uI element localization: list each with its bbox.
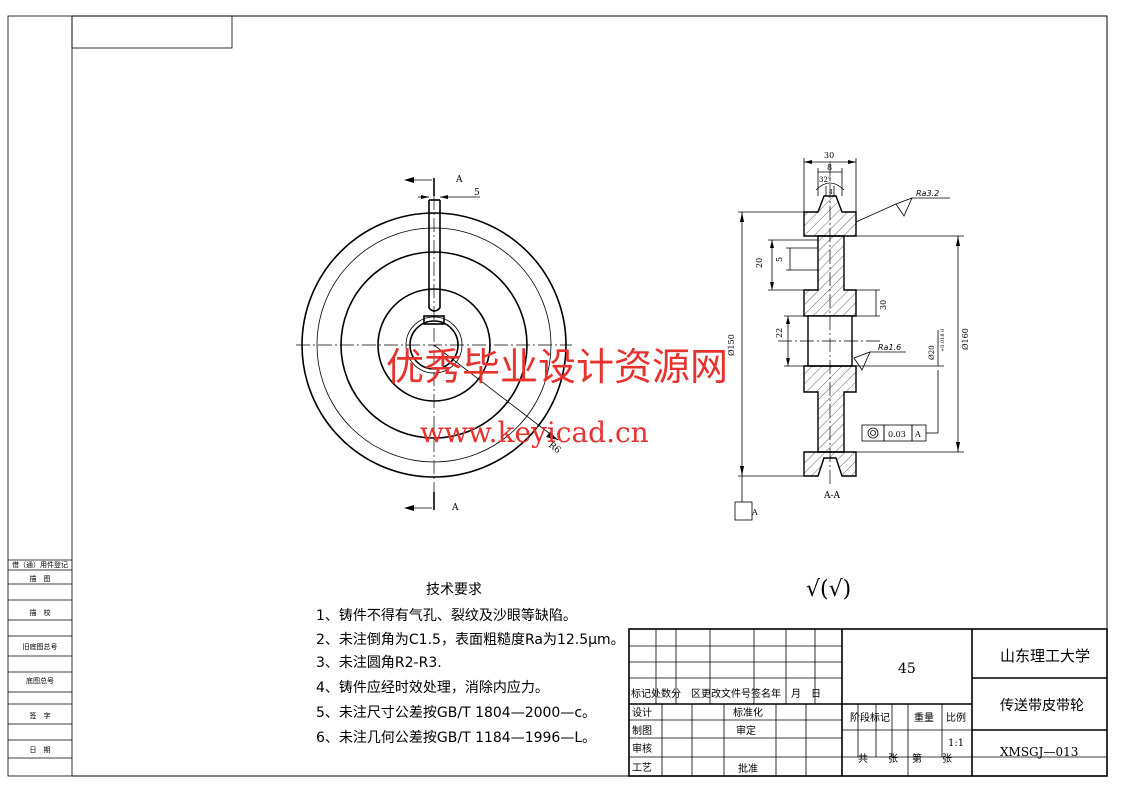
part-name: 传送带皮带轮	[1000, 698, 1084, 714]
stage-mark-label: 阶段标记	[850, 711, 890, 724]
left-strip-label: 签 字	[30, 711, 51, 720]
dim-rib-small: 5	[775, 257, 784, 262]
weight-label: 重量	[914, 711, 934, 724]
material-text: 45	[898, 661, 916, 677]
tech-req-item: 6、未注几何公差按GB/T 1184—1996—L。	[316, 730, 596, 746]
dim-total-width: 30	[824, 151, 834, 160]
design-label: 设计	[632, 706, 652, 719]
watermark: 优秀毕业设计资源网 www.keyicad.cn	[386, 345, 728, 449]
runout-datum: A	[914, 430, 921, 439]
dim-dia-small: Ø150	[727, 334, 736, 356]
tech-req-item: 3、未注圆角R2-R3.	[316, 655, 442, 671]
roughness-mid: Ra1.6	[878, 343, 901, 352]
tech-req-item: 1、铸件不得有气孔、裂纹及沙眼等缺陷。	[316, 607, 577, 624]
roughness-top: Ra3.2	[916, 189, 939, 198]
tech-req-item: 4、铸件应经时效处理，消除内应力。	[316, 679, 549, 696]
revision-header: 标记处数分 区更改文件号签名年 月 日	[631, 687, 821, 700]
scale-label: 比例	[946, 711, 966, 724]
dim-bore: Ø20	[928, 345, 936, 360]
drawing-number: XMSGJ—013	[1000, 745, 1078, 759]
tech-req-title: 技术要求	[426, 582, 482, 598]
check-label: 审核	[632, 742, 652, 755]
dim-keyway-width: 5	[474, 188, 480, 198]
tech-req-item: 5、未注尺寸公差按GB/T 1804—2000—c。	[316, 705, 596, 721]
scale-value: 1:1	[948, 738, 964, 749]
watermark-line2: www.keyicad.cn	[420, 416, 649, 449]
left-strip-label: 描 图	[30, 574, 51, 583]
university-name: 山东理工大学	[1000, 647, 1090, 665]
left-strip-label: 借（通）用件登记	[12, 560, 68, 569]
technical-requirements: 技术要求 1、铸件不得有气孔、裂纹及沙眼等缺陷。 2、未注倒角为C1.5，表面粗…	[316, 582, 625, 746]
other-roughness-symbol: √(√)	[806, 577, 851, 602]
dim-groove-small: 4	[829, 189, 833, 196]
title-block: 45 山东理工大学 传送带皮带轮 XMSGJ—013 标记处数分 区更改文件号签…	[628, 628, 1108, 777]
section-label-bottom: A	[451, 503, 459, 513]
review-label: 审定	[736, 724, 756, 737]
dim-dia-big: Ø160	[961, 328, 970, 350]
total-sheets-label: 共 张	[858, 753, 898, 765]
dim-hub-width: 22	[775, 328, 784, 338]
draw-label: 制图	[632, 724, 652, 737]
dim-inner-width: 8	[827, 163, 832, 172]
left-strip-label: 旧底图总号	[23, 642, 58, 651]
section-label-top: A	[455, 175, 463, 185]
tech-req-item: 2、未注倒角为C1.5，表面粗糙度Ra为12.5μm。	[316, 632, 625, 648]
dim-groove-angle: 32°	[819, 176, 831, 184]
runout-value: 0.03	[888, 430, 906, 439]
drawing-frame	[7, 15, 1108, 777]
sheet-number-label: 第 张	[912, 752, 952, 765]
dim-bore-tol: +0.018 0	[940, 329, 946, 352]
approve-label: 批准	[738, 762, 758, 775]
watermark-line1: 优秀毕业设计资源网	[386, 345, 728, 389]
left-registry-strip: 借（通）用件登记 描 图 描 校 旧底图总号 底图总号 签 字 日 期	[8, 559, 72, 759]
left-strip-label: 日 期	[30, 746, 51, 754]
dim-rim-right: 30	[879, 300, 888, 310]
left-strip-label: 底图总号	[26, 676, 54, 685]
section-view-label: A-A	[823, 491, 841, 501]
standardize-label: 标准化	[733, 706, 763, 719]
front-view: A 5 A R6	[296, 175, 572, 513]
dim-rib-height: 20	[755, 258, 764, 268]
left-strip-label: 描 校	[30, 608, 51, 617]
process-label: 工艺	[632, 762, 652, 774]
section-view: A-A 30 8 32° 4 Ra3.2 20 5	[727, 151, 970, 521]
datum-label: A	[751, 508, 758, 517]
